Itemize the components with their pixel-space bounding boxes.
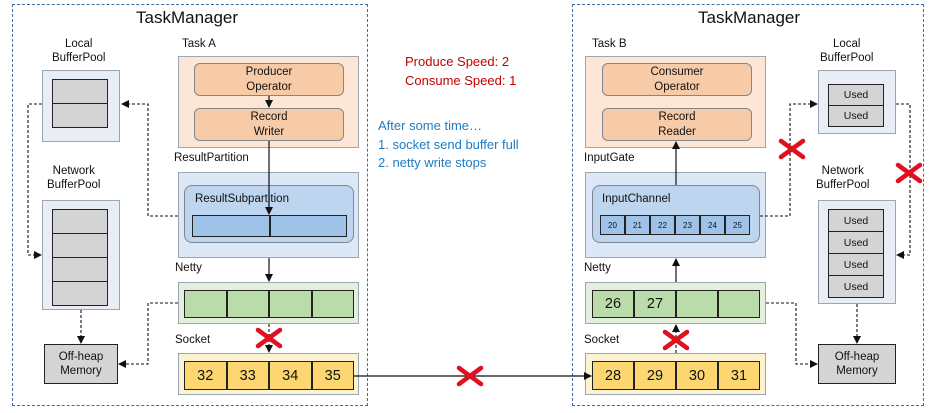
socket-buffer: 30: [676, 361, 718, 390]
netty-right-buffers: 26 27: [592, 290, 760, 318]
socket-buffer: 34: [269, 361, 312, 390]
channel-buffer: 20: [600, 215, 625, 235]
used-buffer: Used: [828, 105, 884, 127]
netty-right-label: Netty: [584, 262, 611, 274]
socket-left-buffers: 32 33 34 35: [184, 361, 354, 390]
note-heading: After some time…: [378, 118, 483, 133]
socket-buffer: 32: [184, 361, 227, 390]
record-reader: Record Reader: [602, 108, 752, 141]
taskmanager-left-frame: [12, 4, 368, 406]
task-b-label: Task B: [592, 38, 627, 50]
used-buffer: Used: [828, 209, 884, 232]
note-item-2: 2. netty write stops: [378, 155, 487, 170]
socket-buffer: 29: [634, 361, 676, 390]
local-buffer: [52, 103, 108, 128]
netty-buffer: [718, 290, 760, 318]
netty-buffer: [676, 290, 718, 318]
consumer-operator: Consumer Operator: [602, 63, 752, 96]
taskmanager-right-frame: [572, 4, 924, 406]
used-buffer: Used: [828, 84, 884, 106]
channel-buffer: 22: [650, 215, 675, 235]
network-bufferpool-left-label: Network BufferPool: [47, 165, 101, 192]
socket-left-label: Socket: [175, 334, 211, 346]
subpartition-buffer: [269, 215, 347, 237]
produce-speed: Produce Speed: 2: [405, 54, 510, 69]
socket-right-label: Socket: [584, 334, 620, 346]
taskmanager-right-title: TaskManager: [698, 8, 801, 27]
used-buffer: Used: [828, 231, 884, 254]
netty-left-label: Netty: [175, 262, 202, 274]
consume-speed: Consume Speed: 1: [405, 73, 517, 88]
offheap-memory-right: Off-heap Memory: [818, 344, 896, 384]
producer-operator: Producer Operator: [194, 63, 344, 96]
taskmanager-left-title: TaskManager: [136, 8, 239, 27]
network-buffer: [52, 257, 108, 282]
netty-buffer: [311, 290, 354, 318]
netty-buffer: 27: [634, 290, 676, 318]
local-bufferpool-left-label: Local BufferPool: [52, 38, 106, 65]
network-bufferpool-right-label: Network BufferPool: [816, 165, 870, 192]
record-writer: Record Writer: [194, 108, 344, 141]
netty-buffer: 26: [592, 290, 634, 318]
socket-buffer: 31: [718, 361, 760, 390]
socket-buffer: 33: [226, 361, 269, 390]
used-buffer: Used: [828, 275, 884, 298]
result-partition-label: ResultPartition: [174, 152, 249, 164]
socket-buffer: 35: [311, 361, 354, 390]
result-subpartition-label: ResultSubpartition: [195, 193, 289, 205]
netty-buffer: [269, 290, 312, 318]
netty-buffer: [226, 290, 269, 318]
channel-buffer: 21: [625, 215, 650, 235]
network-buffer: [52, 281, 108, 306]
socket-right-buffers: 28 29 30 31: [592, 361, 760, 390]
socket-buffer: 28: [592, 361, 634, 390]
subpartition-buffer: [192, 215, 270, 237]
netty-buffer: [184, 290, 227, 318]
task-a-label: Task A: [182, 38, 216, 50]
note-item-1: 1. socket send buffer full: [378, 137, 519, 152]
network-buffer: [52, 233, 108, 258]
local-bufferpool-right-label: Local BufferPool: [820, 38, 874, 65]
subpartition-buffers: [192, 215, 347, 237]
input-channel-buffers: 20 21 22 23 24 25: [600, 215, 750, 235]
channel-buffer: 25: [725, 215, 750, 235]
offheap-memory-left: Off-heap Memory: [44, 344, 118, 384]
local-buffer: [52, 79, 108, 104]
channel-buffer: 23: [675, 215, 700, 235]
input-channel-label: InputChannel: [602, 193, 671, 205]
network-buffer: [52, 209, 108, 234]
cross-middle-link: [456, 365, 484, 387]
netty-left-buffers: [184, 290, 354, 318]
channel-buffer: 24: [700, 215, 725, 235]
used-buffer: Used: [828, 253, 884, 276]
input-gate-label: InputGate: [584, 152, 635, 164]
